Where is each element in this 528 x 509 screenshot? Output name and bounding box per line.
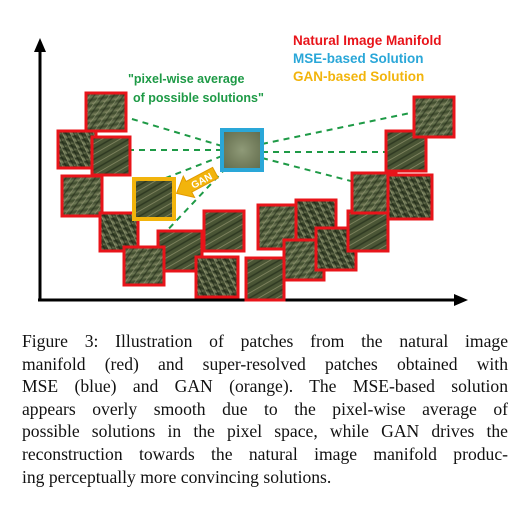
natural-patch <box>60 174 104 218</box>
natural-patch <box>122 245 166 287</box>
natural-patch <box>194 255 240 299</box>
caption-line-4: appears overly smooth due to the pixel-w… <box>22 398 508 419</box>
natural-patch <box>412 95 456 139</box>
legend: Natural Image Manifold MSE-based Solutio… <box>293 33 442 84</box>
caption-line-7: ing perceptually more convincing solutio… <box>22 466 332 487</box>
gan-arrow-label: GAN <box>190 171 215 191</box>
caption-line-1: Figure 3: Illustration of patches from t… <box>22 331 508 351</box>
y-axis-arrowhead <box>34 38 46 52</box>
natural-patch <box>386 173 434 221</box>
legend-natural: Natural Image Manifold <box>293 33 442 48</box>
natural-patch <box>244 256 286 302</box>
annotation-line-1: "pixel-wise average <box>128 72 244 86</box>
natural-patch <box>90 135 132 177</box>
dashed-connectors <box>82 111 416 239</box>
caption-line-5: possible solutions in the pixel space, w… <box>22 421 508 442</box>
figure-caption: Figure 3: Illustration of patches from t… <box>22 330 508 488</box>
illustration-figure: GAN "pixel-wise average of possible solu… <box>34 33 468 306</box>
caption-line-3: MSE (blue) and GAN (orange). The MSE-bas… <box>22 376 508 397</box>
natural-patch <box>202 209 246 253</box>
natural-patch <box>84 91 128 133</box>
legend-mse: MSE-based Solution <box>293 51 424 66</box>
mse-patch <box>220 128 264 172</box>
natural-manifold-patches <box>56 91 456 302</box>
gan-patch <box>132 177 176 221</box>
x-axis-arrowhead <box>454 294 468 306</box>
annotation-line-2: of possible solutions" <box>133 91 264 105</box>
natural-patch <box>346 209 390 253</box>
natural-patch <box>56 129 98 170</box>
caption-line-6: reconstruction towards the natural image… <box>22 443 508 464</box>
natural-patch <box>98 211 140 253</box>
gan-arrow: GAN <box>175 166 219 199</box>
caption-line-2: manifold (red) and super-resolved patche… <box>22 353 508 374</box>
legend-gan: GAN-based Solution <box>293 69 424 84</box>
